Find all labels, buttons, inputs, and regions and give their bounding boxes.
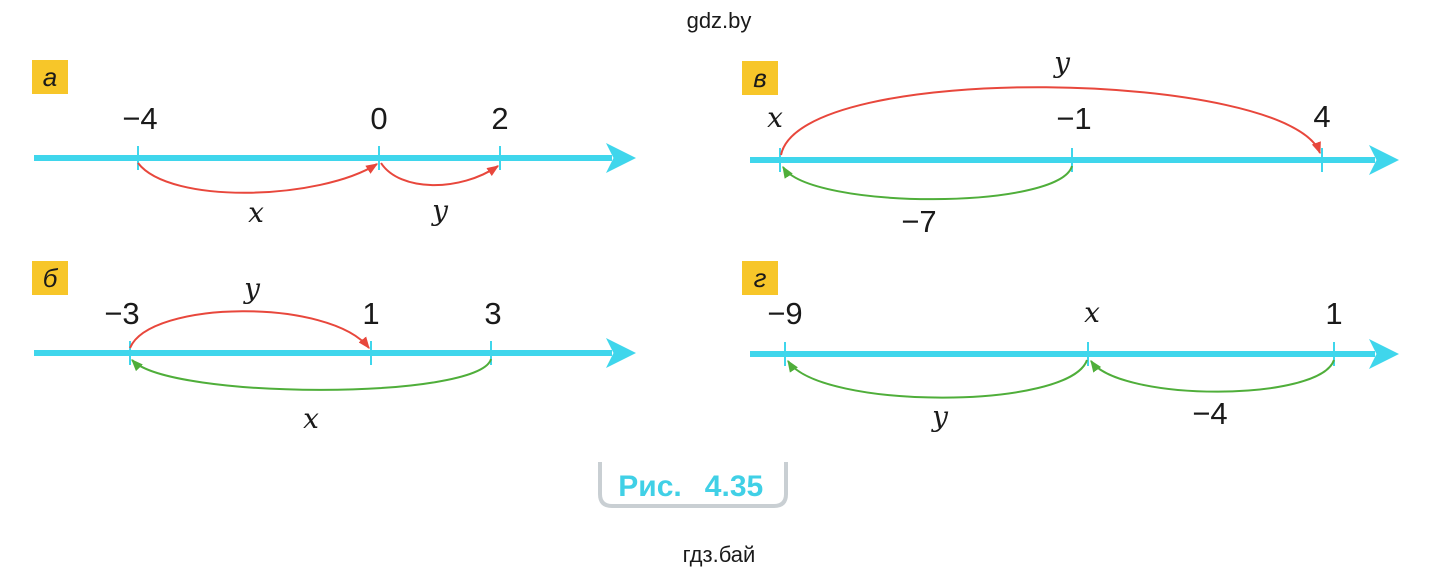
panel-b-label-bg: [32, 261, 68, 295]
panel-b: б −3 1 3 y x: [32, 261, 636, 435]
figure-caption: Рис. 4.35: [598, 462, 788, 508]
panel-a-label-bg: [32, 60, 68, 94]
panel-v-tick-label-2: −1: [1056, 101, 1091, 136]
watermark-top: gdz.by: [687, 8, 752, 33]
panel-g-arc-label-1: y: [930, 400, 949, 433]
panel-g-tick-label-3: 1: [1325, 296, 1342, 331]
panel-a-arc-y: [380, 162, 499, 187]
panel-v-arc-label-1: y: [1052, 46, 1071, 79]
panel-b-tick-label-1: −3: [104, 296, 139, 331]
panel-g-label: г: [754, 263, 767, 293]
panel-a-arc-label-2: y: [430, 194, 449, 227]
panel-a-tick-label-3: 2: [491, 101, 508, 136]
panel-a-tick-label-2: 0: [370, 101, 387, 136]
panel-a-arc-label-1: x: [248, 196, 264, 229]
caption-prefix: Рис.: [618, 470, 681, 503]
panel-v-tick-label-1: x: [767, 101, 783, 134]
panel-a-tick-label-1: −4: [122, 101, 157, 136]
panel-v-arc-neg7: [782, 165, 1073, 201]
panel-v-arc-y: [780, 86, 1321, 156]
caption-frame: [598, 462, 788, 508]
panel-v: в x −1 4 y −7: [742, 46, 1399, 239]
panel-b-arc-y: [129, 310, 370, 349]
panel-b-tick-label-2: 1: [362, 296, 379, 331]
panel-g-label-bg: [742, 261, 778, 295]
panel-g-tick-label-1: −9: [767, 296, 802, 331]
panel-v-arc-label-2: −7: [901, 204, 936, 239]
watermark-bottom: гдз.бай: [683, 542, 756, 567]
panel-v-tick-label-3: 4: [1313, 99, 1330, 134]
panel-a-label: а: [43, 62, 57, 92]
panel-v-label: в: [753, 63, 767, 93]
panel-g: г −9 x 1 y −4: [742, 261, 1399, 433]
caption-number: 4.35: [705, 470, 763, 503]
panel-b-arc-label-1: y: [242, 272, 261, 305]
panel-g-arc-y: [787, 359, 1088, 399]
panel-b-arc-label-2: x: [303, 402, 319, 435]
panel-g-arc-label-2: −4: [1192, 396, 1227, 431]
panel-b-arc-x: [131, 358, 492, 391]
panel-g-tick-label-2: x: [1084, 296, 1100, 329]
panel-b-label: б: [43, 263, 59, 293]
panel-a-arc-x: [137, 162, 379, 194]
panel-b-tick-label-3: 3: [484, 296, 501, 331]
panel-g-arc-neg4: [1090, 359, 1335, 393]
panel-v-label-bg: [742, 61, 778, 95]
panel-a: а −4 0 2 x y: [32, 60, 636, 229]
